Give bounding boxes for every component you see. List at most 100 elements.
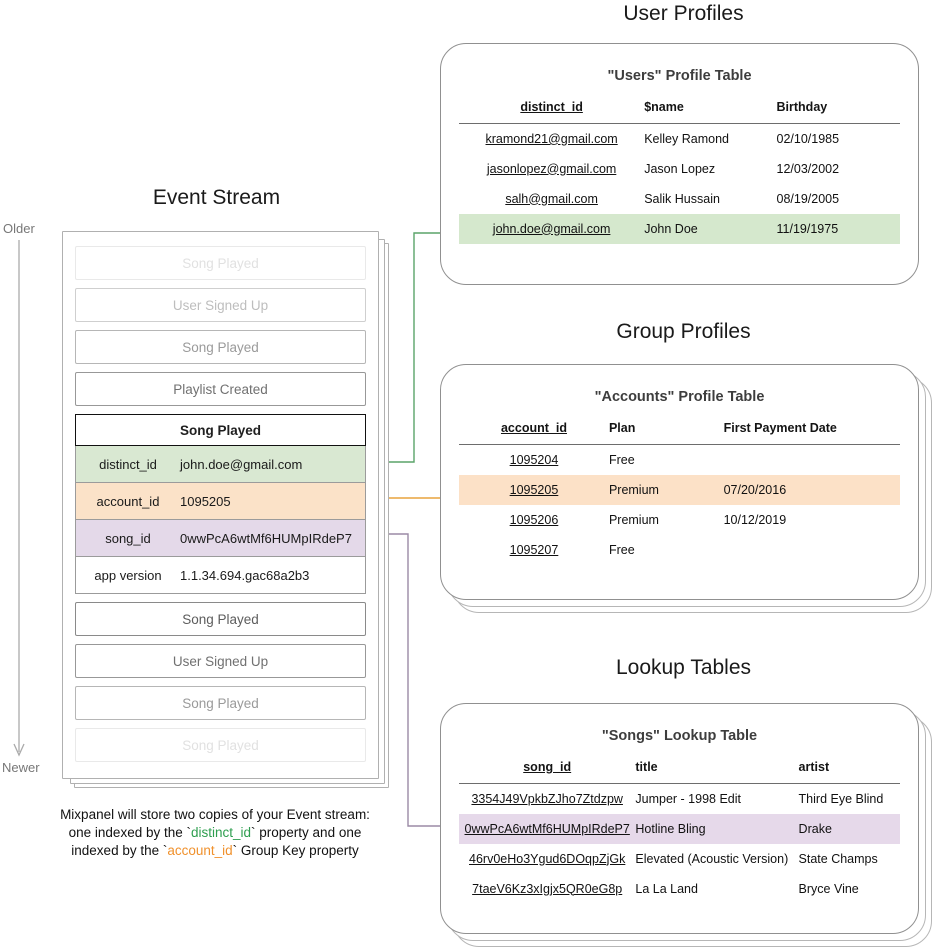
cell-song-id: 3354J49VpkbZJho7Ztdzpw bbox=[471, 791, 623, 806]
column-header-name: $name bbox=[644, 100, 684, 114]
cell-plan: Premium bbox=[608, 512, 659, 527]
cell-birthday: 12/03/2002 bbox=[776, 161, 840, 176]
table-row[interactable]: 1095206 Premium 10/12/2019 bbox=[459, 505, 900, 535]
table-row[interactable]: 46rv0eHo3Ygud6DOqpZjGk Elevated (Acousti… bbox=[459, 844, 900, 874]
cell-account-id: 1095207 bbox=[509, 542, 559, 557]
cell-song-id: 7taeV6Kz3xIgjx5QR0eG8p bbox=[472, 881, 623, 896]
column-header-account-id: account_id bbox=[500, 421, 567, 435]
event-property-row-app-version: app version 1.1.34.694.gac68a2b3 bbox=[75, 557, 366, 594]
axis-label-newer: Newer bbox=[2, 760, 40, 775]
cell-birthday: 02/10/1985 bbox=[776, 131, 840, 146]
column-header-first-payment-date: First Payment Date bbox=[723, 421, 837, 435]
cell-plan: Premium bbox=[608, 474, 724, 505]
songs-lookup-panel: "Songs" Lookup Table song_id title artis… bbox=[440, 703, 919, 934]
event-property-key: song_id bbox=[105, 530, 151, 546]
table-header-row: account_id Plan First Payment Date bbox=[459, 421, 900, 445]
column-header-distinct-id: distinct_id bbox=[520, 100, 583, 114]
cell-plan: Free bbox=[608, 452, 635, 467]
table-row[interactable]: 3354J49VpkbZJho7Ztdzpw Jumper - 1998 Edi… bbox=[459, 784, 900, 814]
table-row[interactable]: 1095207 Free bbox=[459, 535, 900, 565]
event-property-row-account-id: account_id 1095205 bbox=[75, 483, 366, 520]
cell-artist: State Champs bbox=[798, 851, 878, 866]
table-row[interactable]: 1095204 Free bbox=[459, 445, 900, 475]
event-stream-card: Song Played User Signed Up Song Played P… bbox=[62, 231, 379, 779]
caption-token-account-id: account_id bbox=[167, 843, 233, 859]
cell-distinct-id: john.doe@gmail.com bbox=[459, 213, 645, 244]
group-profiles-heading: Group Profiles bbox=[616, 320, 751, 343]
focused-event-card[interactable]: Song Played distinct_id john.doe@gmail.c… bbox=[75, 414, 366, 594]
accounts-table-caption: "Accounts" Profile Table bbox=[594, 389, 765, 405]
column-header-plan: Plan bbox=[608, 421, 636, 435]
event-stream-heading: Event Stream bbox=[152, 186, 281, 209]
table-row[interactable]: jasonlopez@gmail.com Jason Lopez 12/03/2… bbox=[459, 154, 900, 184]
cell-title: La La Land bbox=[635, 881, 698, 896]
diagram-caption: Mixpanel will store two copies of your E… bbox=[30, 806, 400, 860]
cell-account-id: 1095204 bbox=[509, 452, 559, 467]
cell-name: John Doe bbox=[644, 213, 777, 244]
event-pill[interactable]: User Signed Up bbox=[75, 644, 366, 678]
accounts-profile-table: account_id Plan First Payment Date 10952… bbox=[459, 421, 900, 565]
cell-artist: Third Eye Blind bbox=[798, 791, 884, 806]
user-profiles-heading: User Profiles bbox=[623, 2, 744, 25]
event-pill[interactable]: Song Played bbox=[75, 602, 366, 636]
cell-title: Jumper - 1998 Edit bbox=[635, 791, 741, 806]
cell-distinct-id: kramond21@gmail.com bbox=[485, 131, 618, 146]
cell-artist: Bryce Vine bbox=[798, 881, 859, 896]
cell-account-id: 1095206 bbox=[509, 512, 559, 527]
event-property-row-distinct-id: distinct_id john.doe@gmail.com bbox=[75, 446, 366, 483]
axis-label-older: Older bbox=[3, 221, 35, 236]
cell-name: Jason Lopez bbox=[644, 161, 716, 176]
column-header-song-id: song_id bbox=[523, 760, 572, 774]
accounts-table-wrapper: account_id Plan First Payment Date 10952… bbox=[441, 421, 918, 565]
cell-distinct-id: salh@gmail.com bbox=[505, 191, 598, 206]
cell-plan: Free bbox=[608, 542, 635, 557]
event-pill[interactable]: Song Played bbox=[75, 728, 366, 762]
event-pill[interactable]: Playlist Created bbox=[75, 372, 366, 406]
caption-line-2-prefix: one indexed by the ` bbox=[68, 825, 191, 841]
event-pill[interactable]: Song Played bbox=[75, 330, 366, 364]
cell-distinct-id: jasonlopez@gmail.com bbox=[486, 161, 617, 176]
cell-title: Elevated (Acoustic Version) bbox=[635, 851, 789, 866]
event-property-value: 0wwPcA6wtMf6HUMpIRdeP7 bbox=[180, 530, 352, 546]
caption-line-2-suffix: ` property and one bbox=[251, 825, 362, 841]
focused-event-name: Song Played bbox=[75, 414, 366, 446]
cell-account-id: 1095205 bbox=[459, 474, 609, 505]
event-property-value: 1.1.34.694.gac68a2b3 bbox=[180, 567, 310, 583]
column-header-title: title bbox=[635, 760, 658, 774]
table-row[interactable]: salh@gmail.com Salik Hussain 08/19/2005 bbox=[459, 184, 900, 214]
event-property-value: 1095205 bbox=[180, 493, 231, 509]
lookup-tables-heading: Lookup Tables bbox=[615, 656, 752, 679]
table-header-row: distinct_id $name Birthday bbox=[459, 100, 900, 124]
event-pill[interactable]: User Signed Up bbox=[75, 288, 366, 322]
event-pill[interactable]: Song Played bbox=[75, 246, 366, 280]
users-profile-panel: "Users" Profile Table distinct_id $name … bbox=[440, 43, 919, 285]
accounts-profile-panel: "Accounts" Profile Table account_id Plan… bbox=[440, 364, 919, 600]
table-header-row: song_id title artist bbox=[459, 760, 900, 784]
caption-line-1: Mixpanel will store two copies of your E… bbox=[60, 807, 370, 822]
songs-table-wrapper: song_id title artist 3354J49VpkbZJho7Ztd… bbox=[441, 760, 918, 904]
users-table-row-john-doe[interactable]: john.doe@gmail.com John Doe 11/19/1975 bbox=[459, 213, 900, 244]
event-pill[interactable]: Song Played bbox=[75, 686, 366, 720]
table-row[interactable]: 7taeV6Kz3xIgjx5QR0eG8p La La Land Bryce … bbox=[459, 874, 900, 904]
songs-table-caption: "Songs" Lookup Table bbox=[601, 728, 758, 744]
cell-title: Hotline Bling bbox=[635, 813, 799, 844]
caption-token-distinct-id: distinct_id bbox=[190, 825, 252, 841]
songs-table-row-hotline[interactable]: 0wwPcA6wtMf6HUMpIRdeP7 Hotline Bling Dra… bbox=[459, 813, 900, 844]
cell-first-payment-date: 07/20/2016 bbox=[723, 474, 900, 505]
table-row[interactable]: kramond21@gmail.com Kelley Ramond 02/10/… bbox=[459, 124, 900, 154]
cell-name: Salik Hussain bbox=[644, 191, 720, 206]
cell-first-payment-date bbox=[724, 445, 900, 475]
accounts-table-row-1095205[interactable]: 1095205 Premium 07/20/2016 bbox=[459, 474, 900, 505]
caption-line-3-suffix: ` Group Key property bbox=[232, 843, 359, 859]
users-table-caption: "Users" Profile Table bbox=[607, 68, 752, 84]
cell-artist: Drake bbox=[798, 813, 900, 844]
time-axis-arrowhead bbox=[13, 743, 25, 757]
column-header-birthday: Birthday bbox=[776, 100, 828, 114]
event-property-key: app version bbox=[94, 567, 162, 583]
event-property-key: account_id bbox=[96, 493, 160, 509]
event-property-key: distinct_id bbox=[99, 456, 157, 472]
songs-lookup-table: song_id title artist 3354J49VpkbZJho7Ztd… bbox=[459, 760, 900, 904]
cell-first-payment-date: 10/12/2019 bbox=[723, 512, 787, 527]
cell-first-payment-date bbox=[724, 535, 900, 565]
